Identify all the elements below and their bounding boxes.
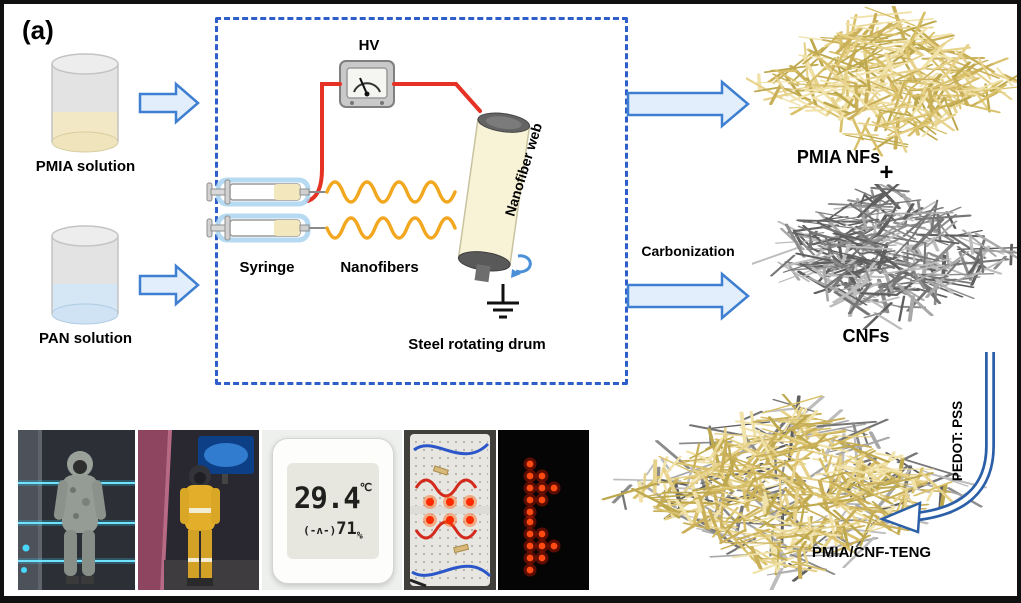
- carbonization-label: Carbonization: [641, 243, 735, 259]
- photo-breadboard-circuit: [404, 430, 496, 590]
- humidity-icon: (-ʌ-): [303, 523, 337, 537]
- led-arrow-dots: [523, 457, 561, 577]
- arrow-pan-to-box: [138, 263, 200, 307]
- nanofibers-label: Nanofibers: [340, 259, 419, 276]
- temperature-value: 29.4: [293, 480, 361, 515]
- arrow-carbonization: [626, 271, 750, 321]
- pmia-nfs-label: PMIA NFs: [796, 147, 881, 167]
- photo-firefighter-suit: [138, 430, 259, 590]
- pan-solution-label: PAN solution: [38, 330, 133, 347]
- thermometer-display: 29.4℃ (-ʌ-)71%: [287, 463, 379, 559]
- pmia-nanofiber-mat: [746, 6, 1017, 157]
- person-firefighter-suit: [180, 465, 220, 586]
- pmia-solution-cylinder: [51, 53, 119, 153]
- arrow-box-to-pmia-nfs: [626, 79, 750, 129]
- steel-rotating-drum-label: Steel rotating drum: [408, 336, 546, 353]
- pan-solution-cylinder: [51, 225, 119, 325]
- pmia-solution-label: PMIA solution: [35, 158, 136, 175]
- arrow-pmia-to-box: [138, 81, 200, 125]
- person-protective-suit: [53, 451, 107, 584]
- hv-label: HV: [358, 37, 380, 54]
- thermometer-device: 29.4℃ (-ʌ-)71%: [272, 438, 394, 584]
- photo-led-matrix: [498, 430, 589, 590]
- electrospinning-setup-box: [215, 17, 628, 385]
- photo-thermometer: 29.4℃ (-ʌ-)71%: [262, 430, 402, 590]
- syringe-label: Syringe: [239, 259, 295, 276]
- pedot-pss-label: PEDOT: PSS: [950, 400, 965, 482]
- led-glow-cluster: [423, 495, 477, 527]
- plus-sign: +: [879, 159, 894, 186]
- temperature-unit: ℃: [359, 480, 373, 494]
- cnf-nanofiber-mat: [752, 184, 1017, 330]
- photo-protective-suit: [18, 430, 135, 590]
- cnfs-label: CNFs: [842, 326, 890, 346]
- humidity-value: 71: [336, 518, 357, 539]
- humidity-unit: %: [356, 530, 363, 542]
- teng-label: PMIA/CNF-TENG: [811, 544, 932, 561]
- panel-label: (a): [22, 15, 54, 45]
